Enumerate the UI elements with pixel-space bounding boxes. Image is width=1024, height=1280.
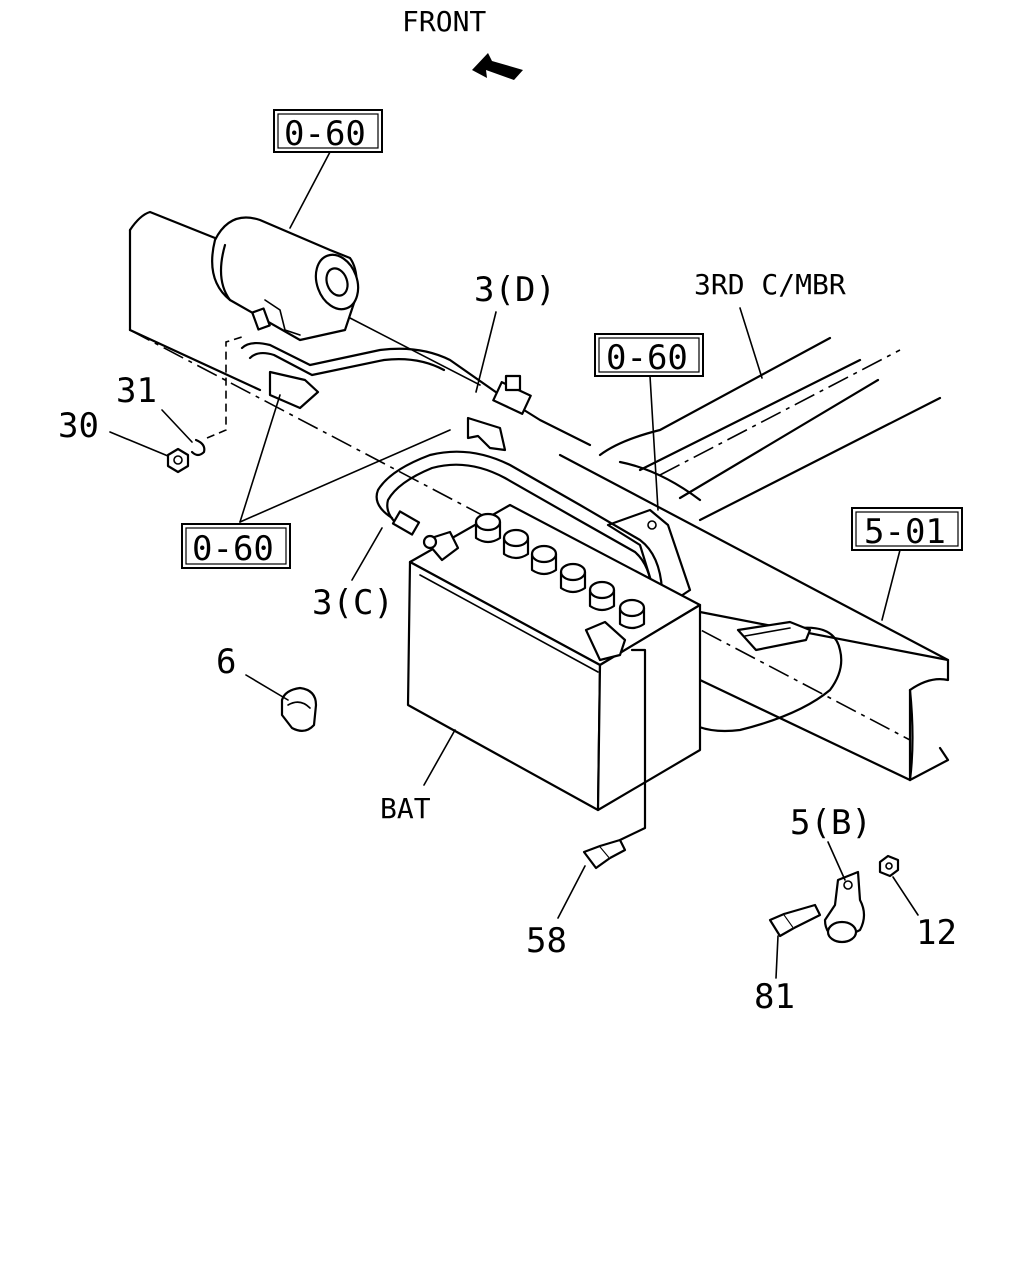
svg-text:0-60: 0-60: [192, 529, 274, 569]
label-part-81: 81: [754, 977, 795, 1017]
ref-box-bracket: 0-60: [594, 333, 704, 378]
label-part-31: 31: [116, 371, 157, 411]
front-label: FRONT: [402, 5, 486, 38]
part-30-nut: [166, 447, 190, 474]
label-3d: 3(D): [474, 270, 556, 310]
arrow-up-left-icon: [472, 53, 523, 80]
svg-text:0-60: 0-60: [284, 114, 366, 154]
battery: [406, 503, 702, 812]
cable-3c: [375, 450, 664, 594]
part-5b-clamp: [823, 870, 866, 944]
ref-box-battery-clamp: 0-60: [181, 523, 291, 569]
part-31-washer: [190, 438, 206, 457]
battery-caps: [474, 512, 646, 630]
ref-box-frame: 5-01: [851, 507, 963, 552]
svg-text:5-01: 5-01: [864, 512, 946, 552]
label-battery: BAT: [380, 792, 431, 825]
label-part-12: 12: [916, 913, 957, 953]
starter-motor: [211, 216, 360, 410]
label-cross-member: 3RD C/MBR: [694, 268, 846, 301]
cable-3d: [240, 317, 592, 447]
part-6-clip: [280, 686, 318, 732]
label-3c: 3(C): [312, 583, 394, 623]
part-12-nut: [878, 854, 900, 878]
label-part-5b: 5(B): [790, 803, 872, 843]
frame-rail: [128, 210, 950, 782]
ref-box-starter: 0-60: [273, 109, 383, 154]
svg-text:0-60: 0-60: [606, 338, 688, 378]
part-81-bolt: [768, 903, 822, 938]
part-58-bolt: [582, 648, 647, 870]
leader-lines: [109, 151, 919, 979]
label-part-58: 58: [526, 921, 567, 961]
label-part-30: 30: [58, 406, 99, 446]
label-part-6: 6: [216, 642, 236, 682]
bracket: [466, 416, 692, 612]
cross-member: [598, 336, 942, 522]
dashed-leader-31: [206, 335, 246, 439]
